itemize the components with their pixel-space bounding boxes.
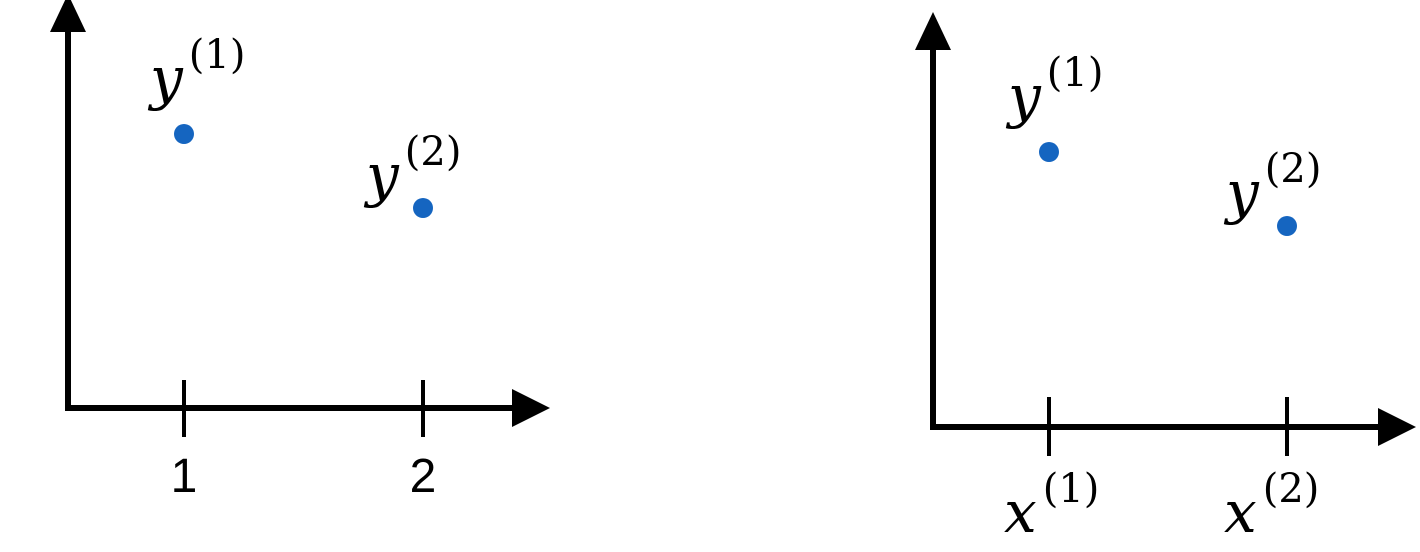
right-tick-2-label: x(2) [1224, 466, 1319, 546]
left-x-axis-arrowhead [512, 389, 550, 427]
right-panel: x(1) x(2) y(1) y(2) [915, 12, 1416, 546]
left-point-2-dot [413, 198, 433, 218]
right-point-2-dot [1277, 216, 1297, 236]
right-tick-1: x(1) [1004, 397, 1099, 546]
right-tick-2: x(2) [1224, 397, 1319, 546]
left-x-axis [65, 389, 550, 427]
right-x-axis [930, 408, 1416, 446]
left-tick-1: 1 [171, 380, 198, 503]
left-tick-1-label: 1 [171, 450, 198, 503]
left-y-axis [50, 0, 86, 410]
left-point-2-label: y(2) [363, 129, 461, 209]
right-point-1-dot [1039, 142, 1059, 162]
left-point-2: y(2) [363, 129, 461, 218]
left-panel: 1 2 y(1) y(2) [50, 0, 550, 503]
right-y-axis-arrowhead [915, 12, 951, 50]
left-point-1: y(1) [147, 32, 245, 144]
left-tick-2: 2 [410, 380, 437, 503]
left-point-1-label: y(1) [147, 32, 245, 112]
right-point-2-label: y(2) [1223, 146, 1321, 226]
right-y-axis [915, 12, 951, 428]
left-point-1-dot [174, 124, 194, 144]
right-point-2: y(2) [1223, 146, 1321, 236]
left-y-axis-arrowhead [50, 0, 86, 32]
right-point-1: y(1) [1005, 50, 1103, 162]
right-point-1-label: y(1) [1005, 50, 1103, 130]
right-tick-1-label: x(1) [1004, 466, 1099, 546]
left-tick-2-label: 2 [410, 450, 437, 503]
right-x-axis-arrowhead [1378, 408, 1416, 446]
